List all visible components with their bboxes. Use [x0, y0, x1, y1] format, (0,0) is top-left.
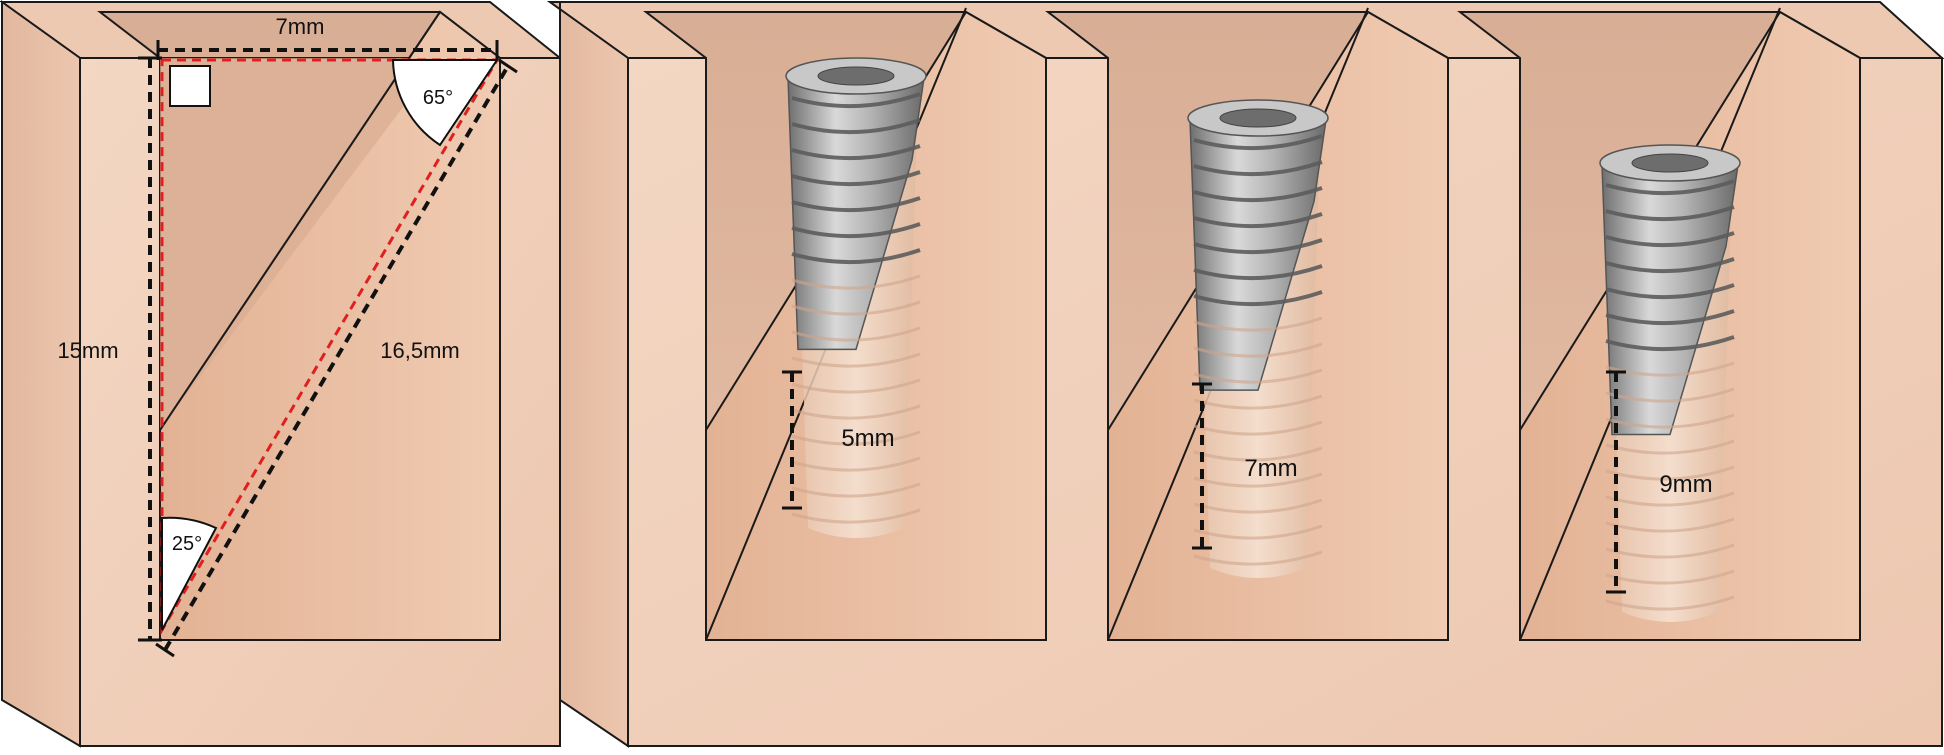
implant-thread [791, 92, 921, 109]
angle-25-sector [161, 516, 218, 631]
implant-thread [1193, 524, 1323, 540]
implant-thread [1605, 335, 1735, 352]
implant-collar-hole [817, 66, 895, 86]
dim-tick [155, 642, 175, 658]
implant-thread [791, 222, 921, 239]
implant-thread [791, 326, 921, 342]
depth-label-7mm: 7mm [1244, 455, 1297, 482]
red-right-triangle [160, 58, 500, 636]
implant-thread [1193, 550, 1323, 566]
label-7mm: 7mm [276, 14, 325, 39]
cut-edge [159, 11, 441, 431]
implant-thread [791, 456, 921, 472]
implant-thread [1605, 309, 1735, 326]
implant-thread [1605, 491, 1735, 507]
dim-tick [498, 58, 518, 74]
implant-thread [1605, 595, 1735, 611]
implant-thread [1605, 543, 1735, 559]
implant-thread [791, 170, 921, 187]
implant-thread [1193, 264, 1323, 281]
implant-collar-hole [1631, 153, 1709, 173]
implant-thread [791, 248, 921, 265]
implant-thread [1193, 368, 1323, 384]
implant-cavity-2 [1045, 7, 1449, 641]
implant-thread [1605, 205, 1735, 222]
dim-line-hypotenuse [163, 64, 510, 652]
label-16-5mm: 16,5mm [380, 338, 459, 363]
angle-65-sector [391, 59, 499, 147]
implant-thread [1605, 465, 1735, 481]
implant-thread [1193, 316, 1323, 332]
implant-thread [1193, 446, 1323, 462]
dental-implant-2 [1187, 99, 1329, 578]
implant-thread [1193, 186, 1323, 203]
label-15mm: 15mm [57, 338, 118, 363]
label-25-degrees: 25° [172, 533, 202, 555]
implant-thread [791, 196, 921, 213]
implant-thread [1193, 212, 1323, 229]
implant-thread [1605, 361, 1735, 377]
implant-thread [791, 482, 921, 498]
implant-thread [1193, 420, 1323, 436]
implant-thread [791, 404, 921, 420]
implant-cavity-3 [1457, 7, 1861, 641]
implant-thread [1193, 394, 1323, 410]
implant-thread [1193, 160, 1323, 177]
implant-thread [1605, 257, 1735, 274]
implant-thread [1605, 179, 1735, 196]
implant-thread [791, 274, 921, 290]
implant-thread [1605, 283, 1735, 300]
dental-implant-3 [1599, 144, 1741, 622]
implant-thread [791, 430, 921, 446]
implant-collar-hole [1219, 108, 1297, 128]
right-angle-marker [169, 65, 211, 107]
implant-thread [791, 300, 921, 316]
label-65-degrees: 65° [423, 87, 453, 109]
implant-thread [1605, 413, 1735, 429]
dental-implant-1 [785, 57, 927, 538]
implant-thread [1605, 517, 1735, 533]
implant-thread [791, 378, 921, 394]
implant-thread [1605, 569, 1735, 585]
depth-label-9mm: 9mm [1659, 471, 1712, 498]
implant-thread [1193, 472, 1323, 488]
geometry-panel: 7mm 15mm 16,5mm 65° 25° [0, 0, 563, 748]
block-side-face [1, 0, 81, 748]
implant-thread [791, 144, 921, 161]
implant-thread [791, 118, 921, 135]
implant-thread [1193, 498, 1323, 514]
implant-cavities [643, 7, 1861, 641]
implant-cavity-1 [643, 7, 1047, 641]
implant-thread [1605, 387, 1735, 403]
upper-wedge [160, 58, 440, 430]
implant-thread [1193, 134, 1323, 151]
long-block-side-face [546, 1, 629, 748]
implant-thread [791, 508, 921, 524]
implant-thread [1193, 290, 1323, 307]
implant-thread [1605, 439, 1735, 455]
implant-thread [1605, 231, 1735, 248]
depth-label-5mm: 5mm [841, 425, 894, 452]
implant-thread [1193, 342, 1323, 358]
implant-thread [791, 352, 921, 368]
implant-thread [1193, 238, 1323, 255]
